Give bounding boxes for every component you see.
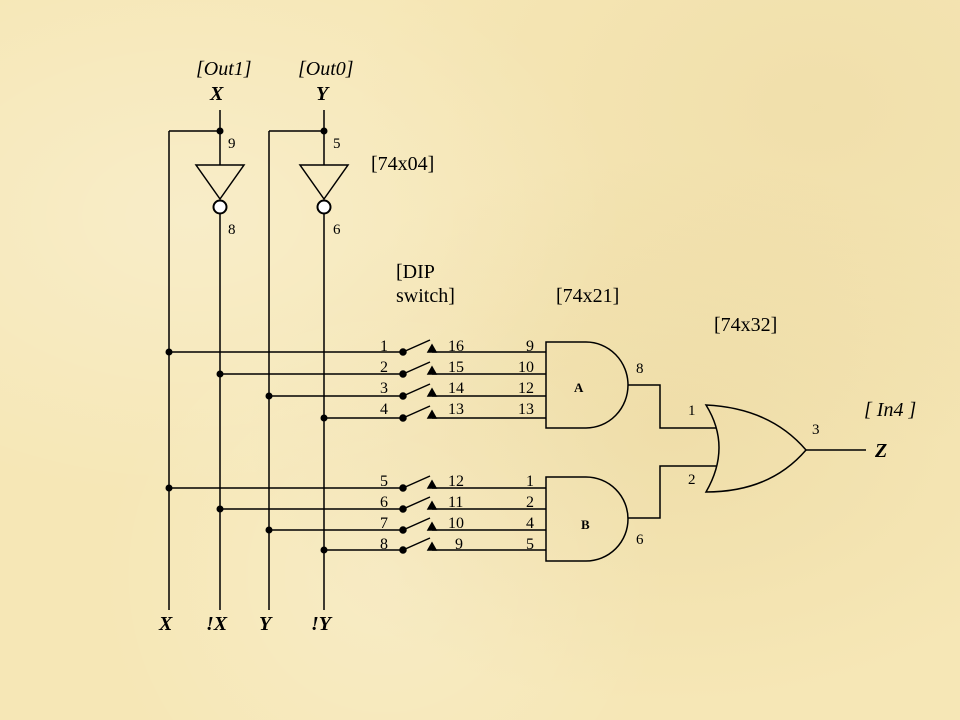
- and-gate-a: [545, 341, 629, 429]
- junction: [165, 484, 173, 492]
- dip-switch: [399, 405, 438, 422]
- label-74x04: [74x04]: [371, 153, 434, 175]
- switch-pin: 10: [448, 515, 464, 532]
- junctions: [165, 127, 328, 554]
- switch-pin: 4: [380, 401, 388, 418]
- inverter-x: [194, 164, 246, 215]
- and-b-pin: 1: [526, 473, 534, 490]
- junction: [165, 348, 173, 356]
- dip-switch: [399, 496, 438, 513]
- and-b-pin: 5: [526, 536, 534, 553]
- label-input-x: X: [209, 83, 224, 105]
- switch-pin: 7: [380, 515, 388, 532]
- junction: [216, 370, 224, 378]
- label-74x21: [74x21]: [556, 285, 619, 307]
- pin-inv-x-in: 9: [228, 136, 236, 152]
- and-b-pin: 4: [526, 515, 534, 532]
- switch-pin: 11: [448, 494, 463, 511]
- bottom-label-x: X: [158, 613, 173, 635]
- label-dip-1: [DIP: [396, 261, 435, 283]
- dip-switches: [399, 339, 438, 554]
- label-in4: [ In4 ]: [864, 399, 916, 421]
- switch-pin: 13: [448, 401, 464, 418]
- junction: [265, 392, 273, 400]
- switch-pin: 1: [380, 338, 388, 355]
- wires: [168, 110, 866, 610]
- and-a-pin: 10: [518, 359, 534, 376]
- x-to-inverter: [169, 130, 221, 165]
- dip-switch: [399, 361, 438, 378]
- pin-inv-y-out: 6: [333, 222, 341, 238]
- bottom-label-not-x: !X: [206, 613, 228, 635]
- switch-left-pins: 1 2 3 4 5 6 7 8: [380, 338, 388, 553]
- inverter-y: [298, 164, 350, 215]
- dip-switch: [399, 475, 438, 492]
- and-a-pin: 9: [526, 338, 534, 355]
- wire-b-to-or: [628, 465, 716, 519]
- label-out1: [Out1]: [196, 58, 252, 80]
- or-gate: [704, 404, 807, 493]
- junction: [320, 414, 328, 422]
- junction: [265, 526, 273, 534]
- junction: [216, 505, 224, 513]
- switch-pin: 12: [448, 473, 464, 490]
- switch-pin: 6: [380, 494, 388, 511]
- y-to-inverter: [269, 130, 325, 165]
- junction-y: [320, 127, 328, 135]
- and-gate-b: [545, 476, 629, 562]
- label-74x32: [74x32]: [714, 314, 777, 336]
- switch-right-pins: 16 15 14 13 12 11 10 9: [448, 338, 464, 553]
- switch-pin: 2: [380, 359, 388, 376]
- label-out0: [Out0]: [298, 58, 354, 80]
- switch-pin: 8: [380, 536, 388, 553]
- dip-switch: [399, 537, 438, 554]
- switch-pin: 5: [380, 473, 388, 490]
- switch-pin: 14: [448, 380, 464, 397]
- label-z: Z: [874, 440, 887, 462]
- or-in-pin: 2: [688, 472, 696, 488]
- label-input-y: Y: [316, 83, 330, 105]
- and-b-out-pin: 6: [636, 532, 644, 548]
- and-b-name: B: [581, 517, 590, 532]
- pin-inv-y-in: 5: [333, 136, 341, 152]
- or-in-pin: 1: [688, 403, 696, 419]
- dip-switch: [399, 383, 438, 400]
- junction: [320, 546, 328, 554]
- junction-x: [216, 127, 224, 135]
- pin-inv-x-out: 8: [228, 222, 236, 238]
- switch-pin: 15: [448, 359, 464, 376]
- dip-switch: [399, 517, 438, 534]
- and-a-pin: 13: [518, 401, 534, 418]
- switch-pin: 9: [455, 536, 463, 553]
- or-out-pin: 3: [812, 422, 820, 438]
- dip-switch: [399, 339, 438, 356]
- bottom-label-y: Y: [259, 613, 273, 635]
- label-dip-2: switch]: [396, 285, 455, 307]
- and-a-name: A: [574, 380, 584, 395]
- switch-pin: 3: [380, 380, 388, 397]
- switch-pin: 16: [448, 338, 464, 355]
- and-a-pin: 12: [518, 380, 534, 397]
- wire-a-to-or: [628, 384, 716, 429]
- bottom-label-not-y: !Y: [311, 613, 333, 635]
- and-a-out-pin: 8: [636, 361, 644, 377]
- and-b-pin: 2: [526, 494, 534, 511]
